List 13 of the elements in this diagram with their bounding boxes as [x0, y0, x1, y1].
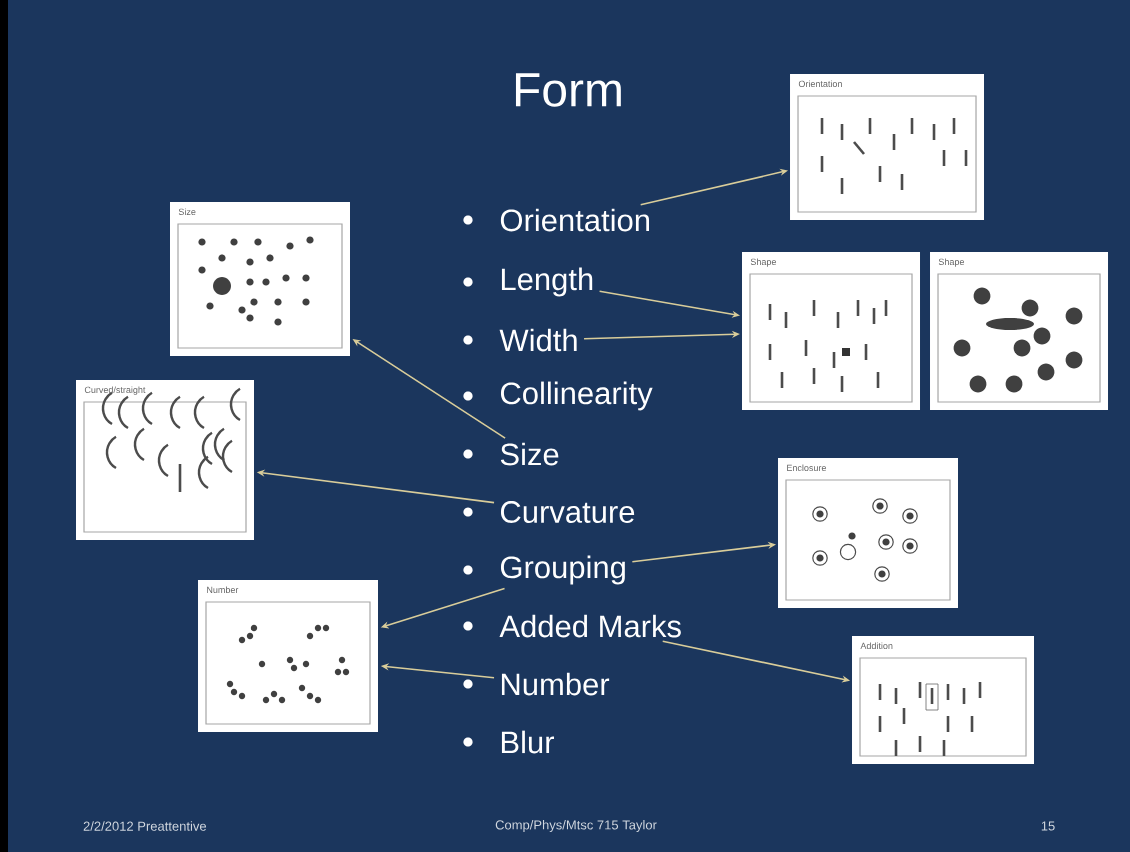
- bullet-item: Length: [501, 267, 593, 297]
- bullet-item: Number: [501, 672, 610, 696]
- bullet-item: Grouping: [500, 555, 625, 585]
- bullet-item: Curvature: [500, 501, 635, 523]
- bullet-item: Added Marks: [499, 614, 681, 638]
- bullet-item: Blur: [501, 730, 554, 754]
- bullet-item: Orientation: [500, 208, 649, 232]
- bullet-item: Width: [499, 328, 577, 352]
- bullet-item: Size: [500, 442, 559, 466]
- slide-title: Form: [515, 73, 621, 107]
- arrow: [631, 541, 776, 563]
- bullet-item: Collinearity: [500, 381, 653, 411]
- arrow: [598, 290, 740, 318]
